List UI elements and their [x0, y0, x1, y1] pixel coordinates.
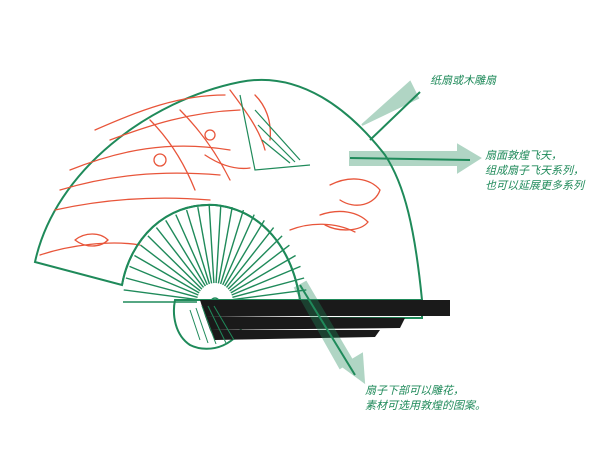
- arrow-3: [293, 280, 366, 385]
- fan-leaf-outline: [33, 78, 424, 301]
- fan-rib: [229, 244, 290, 292]
- fan-rib: [215, 205, 222, 284]
- fan-rib: [208, 205, 215, 284]
- fan-rib: [185, 209, 211, 285]
- feitian-figure: [39, 89, 381, 256]
- fan-rib: [219, 209, 245, 285]
- fan-rib: [227, 235, 283, 290]
- arrow-1: [361, 80, 421, 141]
- fan-rib: [129, 265, 199, 296]
- fan-rib: [217, 206, 233, 284]
- annotation-2-line-2: 组成扇子飞天系列，: [485, 164, 584, 177]
- fan-ribs: [123, 205, 307, 303]
- fan-rib: [197, 206, 213, 284]
- annotation-3-line-1: 扇子下部可以雕花，: [365, 384, 464, 397]
- fan-rib: [123, 289, 198, 301]
- arrow-2: [349, 143, 482, 174]
- annotation-3-line-2: 素材可选用敦煌的图案。: [365, 399, 486, 412]
- fan-rib: [147, 235, 203, 290]
- fan-rib: [232, 277, 305, 298]
- annotation-1-line-1: 纸扇或木雕扇: [430, 74, 496, 87]
- base-carving-lines: [189, 305, 235, 345]
- annotation-2-line-1: 扇面敦煌飞天，: [485, 149, 562, 162]
- fan-rib: [175, 214, 208, 286]
- annotation-2-line-3: 也可以延展更多系列: [485, 179, 584, 192]
- annotation-3: 扇子下部可以雕花， 素材可选用敦煌的图案。: [365, 383, 486, 413]
- fan-handle: [200, 300, 450, 340]
- fan-rib: [224, 220, 265, 287]
- annotation-2: 扇面敦煌飞天， 组成扇子飞天系列， 也可以延展更多系列: [485, 148, 584, 193]
- fan-rib: [134, 254, 200, 294]
- harp-sketch: [239, 94, 311, 171]
- fan-rib: [222, 214, 255, 286]
- fan-rib: [230, 254, 296, 294]
- fan-rib: [232, 289, 307, 301]
- fan-rib: [225, 227, 275, 288]
- annotation-1: 纸扇或木雕扇: [430, 73, 496, 88]
- fan-rib: [140, 244, 201, 292]
- fan-rib: [125, 277, 198, 298]
- fan-rib: [155, 227, 205, 288]
- fan-rib: [165, 220, 206, 287]
- fan-rib: [231, 265, 301, 296]
- rib-arc: [121, 203, 301, 301]
